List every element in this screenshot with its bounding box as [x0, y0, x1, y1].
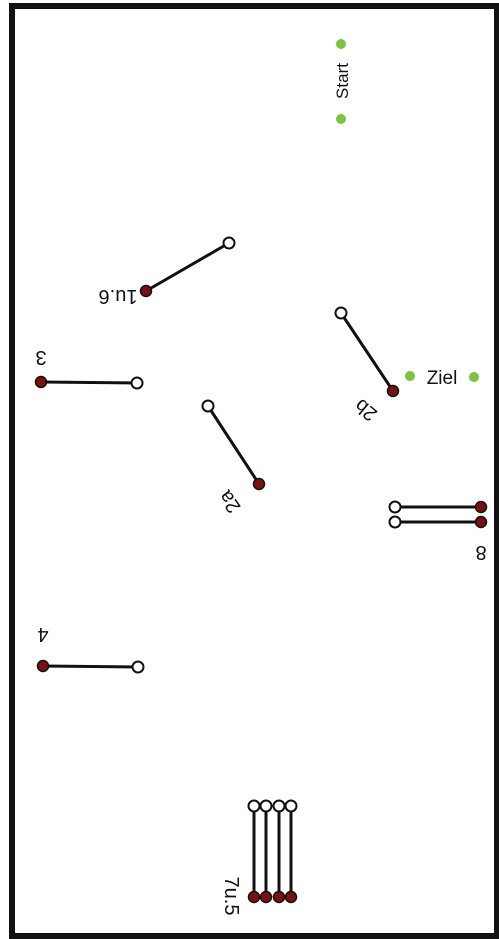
open-end-marker	[201, 399, 215, 413]
finish-marker-left	[405, 371, 415, 381]
obstacle-label: 2a	[214, 485, 245, 517]
obstacle-4: 4	[36, 623, 145, 674]
open-end-marker	[131, 660, 145, 674]
obstacle-label: 4	[37, 623, 48, 645]
start-marker-top	[336, 39, 346, 49]
takeoff-end-marker	[252, 477, 266, 491]
obstacle-8: 8	[388, 500, 488, 563]
open-end-marker	[388, 500, 402, 514]
obstacle-2a: 2a	[201, 399, 266, 517]
takeoff-end-marker	[272, 890, 286, 904]
open-end-marker	[284, 799, 298, 813]
obstacle-2b: 2b	[334, 306, 400, 425]
obstacle-label: 1u.6	[99, 285, 138, 307]
takeoff-end-marker	[386, 384, 400, 398]
start-line: Start	[333, 39, 352, 124]
takeoff-end-marker	[247, 890, 261, 904]
obstacle-label: 8	[475, 541, 486, 563]
takeoff-end-marker	[474, 515, 488, 529]
obstacle-3: 3	[34, 346, 144, 390]
start-marker-bottom	[336, 114, 346, 124]
open-end-marker	[130, 376, 144, 390]
open-end-marker	[272, 799, 286, 813]
finish-marker-right	[469, 372, 479, 382]
obstacle-7u5: 7u.5	[220, 799, 298, 916]
obstacle-pole	[42, 664, 139, 669]
finish-line: Ziel	[405, 368, 479, 389]
open-end-marker	[247, 799, 261, 813]
open-end-marker	[388, 515, 402, 529]
obstacle-pole	[339, 312, 395, 392]
arena-border	[9, 3, 499, 939]
start-label: Start	[333, 63, 352, 99]
open-end-marker	[222, 236, 236, 250]
takeoff-end-marker	[139, 284, 153, 298]
takeoff-end-marker	[34, 375, 48, 389]
finish-label: Ziel	[427, 368, 458, 389]
obstacle-pole	[40, 380, 138, 385]
obstacle-label: 2b	[351, 394, 382, 425]
obstacle-label: 7u.5	[220, 877, 242, 916]
takeoff-end-marker	[259, 890, 273, 904]
takeoff-end-marker	[284, 890, 298, 904]
obstacle-pole	[145, 241, 230, 293]
open-end-marker	[259, 799, 273, 813]
obstacle-1u6: 1u.6	[99, 236, 236, 307]
obstacle-pole	[206, 405, 261, 485]
takeoff-end-marker	[474, 500, 488, 514]
open-end-marker	[334, 306, 348, 320]
obstacle-label: 3	[35, 346, 46, 368]
takeoff-end-marker	[36, 659, 50, 673]
